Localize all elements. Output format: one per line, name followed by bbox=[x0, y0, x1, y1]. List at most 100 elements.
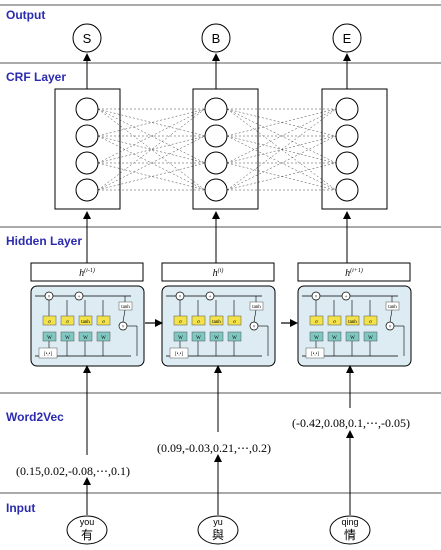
tanh-box bbox=[385, 301, 400, 311]
input-character: 有 bbox=[81, 528, 93, 542]
pointwise-op-label: × bbox=[315, 295, 318, 300]
gate-box bbox=[227, 315, 242, 326]
tanh-label: tanh bbox=[121, 305, 130, 310]
weight-label: W bbox=[65, 336, 70, 341]
hidden-to-crf-arrows bbox=[83, 211, 351, 263]
gate-label: σ bbox=[333, 320, 336, 325]
weight-label: W bbox=[101, 336, 106, 341]
gate-label: σ bbox=[233, 320, 236, 325]
concat-box bbox=[169, 347, 189, 359]
output-tag-label: B bbox=[212, 31, 221, 46]
hidden-state-box bbox=[161, 262, 275, 282]
gate-box bbox=[60, 315, 75, 326]
hidden-state-label: h(i+1) bbox=[345, 267, 363, 279]
crf-node bbox=[335, 124, 359, 148]
input-pinyin: yu bbox=[213, 517, 223, 527]
crf-transition-link bbox=[226, 135, 337, 191]
weight-box bbox=[60, 331, 75, 342]
crf-node-box bbox=[192, 88, 259, 210]
weight-label: W bbox=[332, 336, 337, 341]
gate-label: tanh bbox=[348, 320, 357, 325]
weight-box bbox=[209, 331, 224, 342]
connector bbox=[253, 309, 257, 323]
input-pinyin: you bbox=[80, 517, 95, 527]
gate-label: σ bbox=[102, 320, 105, 325]
tanh-box bbox=[118, 301, 133, 311]
input-token-ellipse bbox=[66, 515, 108, 545]
word-vector: (0.15,0.02,-0.08,⋯,0.1) bbox=[16, 464, 130, 478]
gate-label: σ bbox=[315, 320, 318, 325]
pointwise-op bbox=[341, 291, 351, 301]
gate-box bbox=[78, 315, 93, 326]
crf-node bbox=[335, 178, 359, 202]
pointwise-op-label: + bbox=[78, 295, 81, 300]
hidden-states: h(i-1) h(i) h(i+1) bbox=[30, 262, 411, 282]
pointwise-op bbox=[205, 291, 215, 301]
pointwise-op-label: + bbox=[209, 295, 212, 300]
word-vector: (-0.42,0.08,0.1,⋯,-0.05) bbox=[292, 416, 410, 430]
section-label-crf: CRF Layer bbox=[6, 70, 67, 84]
pointwise-op-label: × bbox=[179, 295, 182, 300]
input-character: 與 bbox=[212, 528, 224, 542]
input-token-ellipse bbox=[329, 515, 371, 545]
weight-label: W bbox=[47, 336, 52, 341]
gate-label: σ bbox=[369, 320, 372, 325]
weight-label: W bbox=[178, 336, 183, 341]
gate-label: σ bbox=[48, 320, 51, 325]
hidden-state-box bbox=[30, 262, 144, 282]
crf-node bbox=[335, 151, 359, 175]
crf-transition-link bbox=[226, 108, 337, 164]
word-vector: (0.09,-0.03,0.21,⋯,0.2) bbox=[157, 441, 271, 455]
section-label-input: Input bbox=[6, 501, 36, 515]
gate-box bbox=[209, 315, 224, 326]
crf-node bbox=[75, 97, 99, 121]
crf-node bbox=[204, 97, 228, 121]
hidden-state-box bbox=[297, 262, 411, 282]
vector-to-lstm-arrows bbox=[83, 365, 354, 455]
section-label-hidden: Hidden Layer bbox=[6, 234, 83, 248]
gate-label: tanh bbox=[81, 320, 90, 325]
pointwise-op-label: × bbox=[122, 325, 125, 330]
input-pinyin: qing bbox=[341, 517, 358, 527]
crf-node bbox=[75, 124, 99, 148]
input-to-vector-arrows bbox=[83, 430, 354, 515]
gate-box bbox=[363, 315, 378, 326]
lstm-cell-body bbox=[297, 285, 412, 367]
gate-box bbox=[191, 315, 206, 326]
section-label-output: Output bbox=[6, 8, 46, 22]
output-tag-circle bbox=[72, 23, 102, 53]
gate-label: σ bbox=[66, 320, 69, 325]
pointwise-op-label: × bbox=[389, 325, 392, 330]
crf-transition-link bbox=[226, 108, 337, 137]
pointwise-op-label: × bbox=[253, 325, 256, 330]
weight-box bbox=[173, 331, 188, 342]
crf-transition-links bbox=[97, 108, 337, 191]
pointwise-op-label: × bbox=[48, 295, 51, 300]
gate-label: σ bbox=[179, 320, 182, 325]
crf-transition-link bbox=[226, 108, 337, 191]
concat-box bbox=[305, 347, 325, 359]
pointwise-op bbox=[74, 291, 84, 301]
crf-node bbox=[204, 124, 228, 148]
gate-box bbox=[173, 315, 188, 326]
weight-label: W bbox=[314, 336, 319, 341]
concat-label: [•,•] bbox=[311, 352, 319, 357]
weight-box bbox=[78, 331, 93, 342]
crf-transition-link bbox=[226, 162, 337, 191]
crf-node bbox=[204, 151, 228, 175]
tanh-box bbox=[249, 301, 264, 311]
weight-label: W bbox=[214, 336, 219, 341]
output-tag-circle bbox=[332, 23, 362, 53]
crf-node-box bbox=[321, 88, 388, 210]
gate-label: tanh bbox=[212, 320, 221, 325]
lstm-cells: ×+σWσWtanhWσW×tanh[•,•]×+σWσWtanhWσW×tan… bbox=[30, 285, 412, 367]
gate-box bbox=[96, 315, 111, 326]
gate-label: σ bbox=[197, 320, 200, 325]
crf-node bbox=[75, 178, 99, 202]
gate-box bbox=[309, 315, 324, 326]
weight-box bbox=[227, 331, 242, 342]
weight-box bbox=[345, 331, 360, 342]
output-tag-label: E bbox=[343, 31, 352, 46]
gate-box bbox=[327, 315, 342, 326]
